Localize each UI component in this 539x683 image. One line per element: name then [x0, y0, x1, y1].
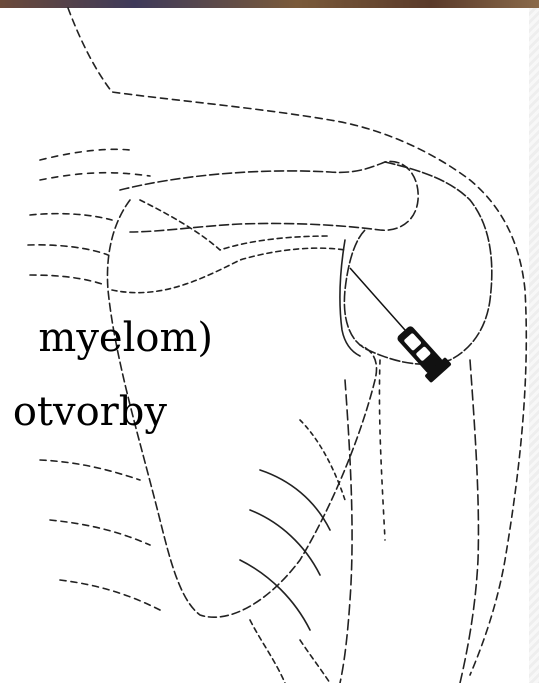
rib-5: [50, 520, 150, 545]
slide-text-line-2: otvorby: [13, 392, 167, 432]
rib-4: [40, 460, 140, 480]
rib-1: [30, 214, 112, 220]
rib-10: [300, 420, 345, 500]
rib-2: [28, 245, 108, 255]
arm-outline-outer: [460, 360, 478, 683]
slide-text-line-1: myelom): [38, 318, 213, 358]
clavicle: [120, 161, 418, 232]
rib-6: [60, 580, 160, 610]
arm-outline-inner: [340, 380, 352, 683]
syringe-needle-icon: [350, 268, 452, 383]
rib-3: [30, 275, 105, 285]
